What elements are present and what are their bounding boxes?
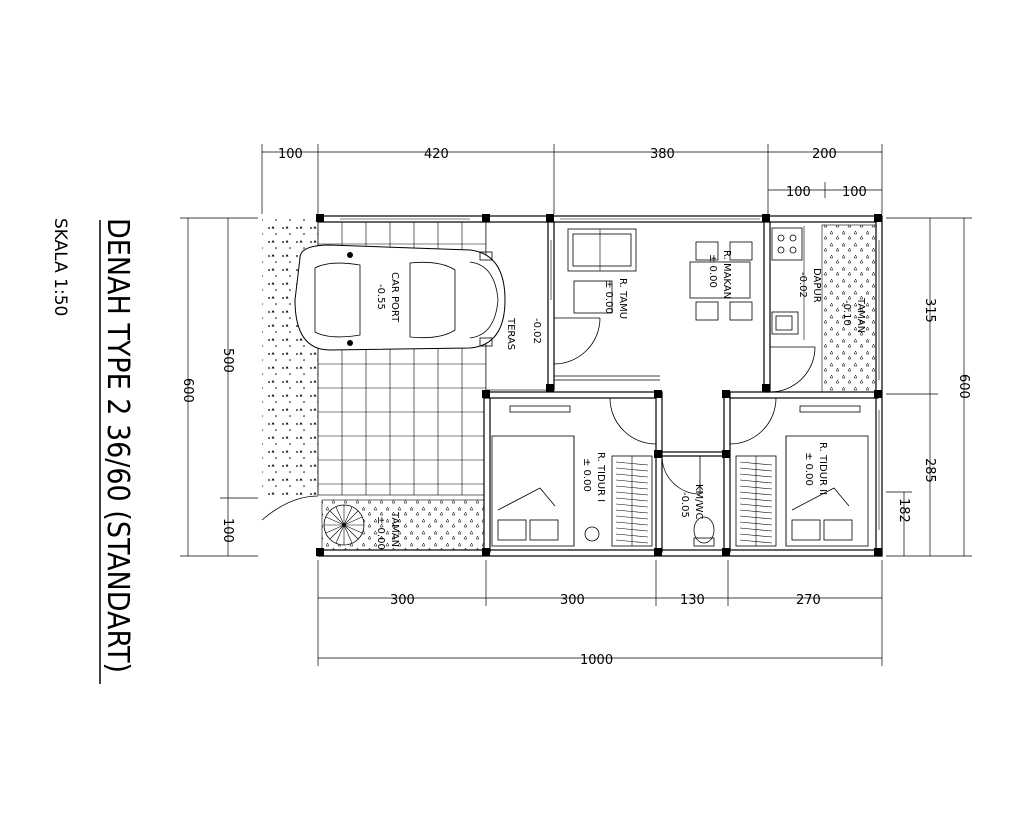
car-icon	[294, 244, 506, 351]
dapur-name: DAPUR	[811, 268, 822, 303]
garden-front-corner	[262, 496, 318, 554]
armchair-icon	[573, 280, 613, 314]
structural-columns	[316, 214, 882, 556]
teras-level: -0.02	[531, 318, 542, 344]
taman-front-level: ± 0.00	[375, 516, 386, 550]
wardrobe-icon	[735, 455, 777, 547]
dim-top-2: 420	[424, 147, 449, 162]
dim-left-total: 600	[180, 378, 195, 403]
shelf-icon	[799, 405, 861, 413]
dim-top-1: 100	[278, 147, 303, 162]
dim-right-total: 600	[956, 374, 971, 399]
tamu-name: R. TAMU	[617, 278, 628, 319]
dimensions-top	[261, 144, 883, 214]
dim-right-sub: 182	[896, 498, 911, 523]
dim-bottom-4: 270	[796, 593, 821, 608]
taman-back-name: TAMAN	[855, 297, 866, 333]
dim-top-4: 200	[812, 147, 837, 162]
dim-bottom-total: 1000	[580, 653, 613, 668]
dim-top-sub-1: 100	[786, 185, 811, 200]
carport-name: CAR PORT	[389, 272, 400, 323]
plant-icon	[323, 504, 365, 546]
dim-right-1: 315	[922, 298, 937, 323]
tidur1-name: R. TIDUR I	[595, 452, 606, 502]
dining-table-icon	[689, 241, 753, 321]
nightstand-icon	[584, 526, 600, 542]
makan-name: R. MAKAN	[721, 250, 732, 299]
shelf-icon	[509, 405, 571, 413]
back-garden	[821, 224, 877, 394]
dimensions-right	[886, 217, 972, 557]
taman-front-name: TAMAN	[389, 511, 400, 547]
sink-icon	[771, 311, 799, 335]
scale-label: SKALA 1:50	[50, 218, 70, 316]
doors	[553, 317, 816, 495]
kmwc-level: -0.05	[679, 492, 690, 518]
wardrobe-icon	[611, 455, 653, 547]
kmwc-name: KM/WC	[693, 484, 704, 519]
dimensions-bottom	[317, 560, 883, 666]
tidur2-name: R. TIDUR II	[817, 442, 828, 495]
teras-name: TERAS	[505, 317, 516, 350]
dim-top-3: 380	[650, 147, 675, 162]
stove-icon	[771, 227, 803, 261]
sofa-icon	[567, 228, 637, 272]
dim-bottom-1: 300	[390, 593, 415, 608]
dim-bottom-3: 130	[680, 593, 705, 608]
toilet-icon	[693, 516, 715, 547]
dim-top-sub-2: 100	[842, 185, 867, 200]
dim-right-2: 285	[922, 458, 937, 483]
tamu-level: ± 0.00	[603, 280, 614, 314]
makan-level: ± 0.00	[707, 254, 718, 288]
windows	[340, 218, 880, 530]
dim-left-2: 100	[220, 518, 235, 543]
taman-back-level: -0.10	[841, 300, 852, 326]
bed-icon	[785, 435, 869, 547]
garden-curve	[261, 495, 319, 521]
bed-icon	[491, 435, 575, 547]
dim-bottom-2: 300	[560, 593, 585, 608]
tidur1-level: ± 0.00	[581, 458, 592, 492]
dapur-level: -0.02	[797, 272, 808, 298]
carport-level: -0.55	[375, 284, 386, 310]
dimensions-left	[180, 217, 258, 557]
tidur2-level: ± 0.00	[803, 452, 814, 486]
dim-left-1: 500	[220, 348, 235, 373]
drawing-title: DENAH TYPE 2 36/60 (STANDART)	[100, 218, 135, 673]
